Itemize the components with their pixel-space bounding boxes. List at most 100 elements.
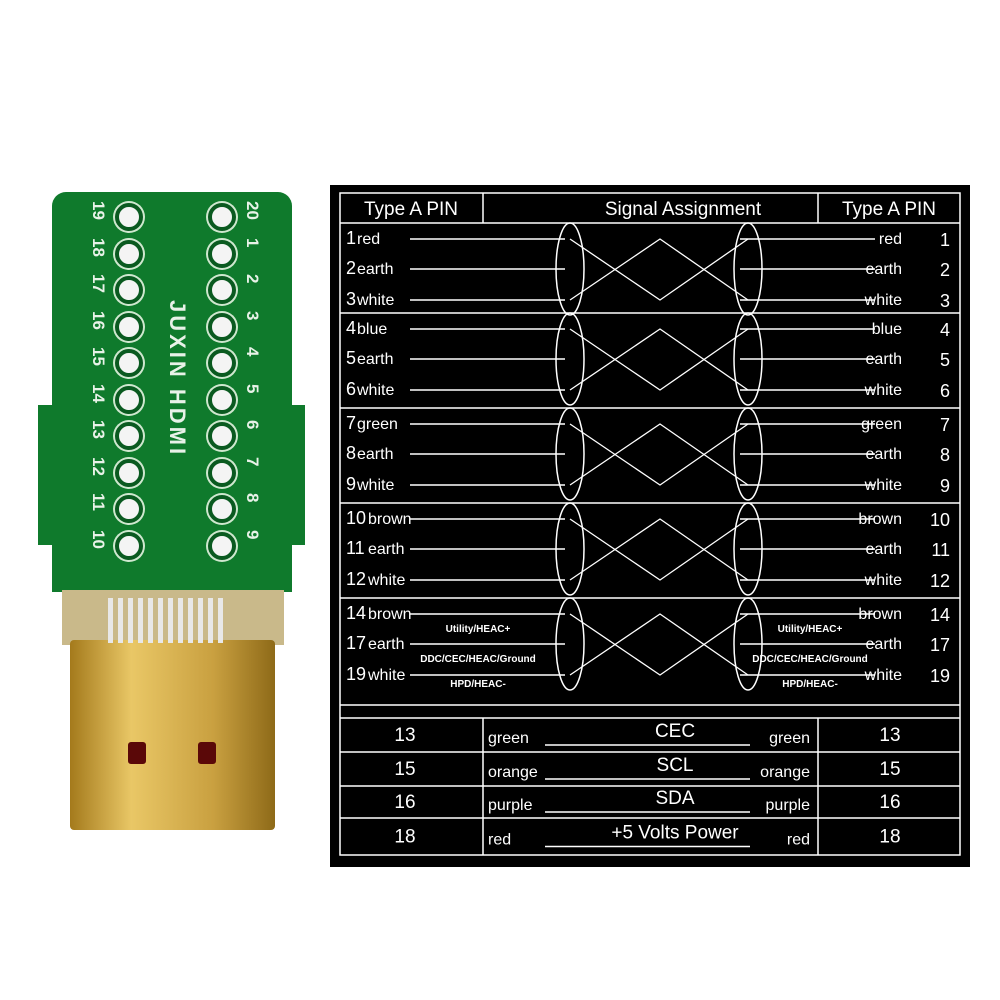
- pin-label: 16: [89, 310, 108, 330]
- wire-color-right: brown: [858, 606, 902, 623]
- wire-color-right: white: [864, 292, 902, 309]
- wire-color-left: brown: [368, 606, 412, 623]
- wire-color-right: white: [864, 667, 902, 684]
- pin-number-right: 17: [930, 635, 950, 655]
- table-color-right: green: [769, 730, 810, 747]
- connector-pin: [178, 598, 183, 643]
- connector-pin: [138, 598, 143, 643]
- twist: [569, 613, 749, 676]
- shield-ellipse: [555, 597, 585, 691]
- pin-hole: [115, 276, 143, 304]
- wire-color-right: earth: [866, 636, 902, 653]
- pin-hole: [115, 422, 143, 450]
- wire-color-left: earth: [357, 446, 393, 463]
- pin-label: 9: [243, 529, 262, 539]
- wire-color-left: earth: [357, 351, 393, 368]
- pin-number-left: 7: [346, 413, 356, 433]
- pin-label: 15: [89, 347, 108, 366]
- wire-color-left: white: [356, 477, 394, 494]
- pin-number-right: 2: [940, 260, 950, 280]
- pin-number-left: 9: [346, 474, 356, 494]
- table-pin-right: 15: [879, 759, 900, 780]
- table-pin-left: 15: [394, 759, 415, 780]
- plug-window: [128, 742, 146, 764]
- wire-color-right: earth: [866, 541, 902, 558]
- table-color-right: red: [787, 832, 810, 849]
- pin-hole: [115, 385, 143, 414]
- wire-color-left: white: [356, 292, 394, 309]
- table-signal: CEC: [655, 721, 695, 742]
- pin-label: 12: [89, 456, 108, 476]
- wire-color-right: green: [861, 416, 902, 433]
- pin-hole: [115, 312, 143, 341]
- pin-number-left: 17: [346, 633, 366, 653]
- pin-label: 17: [89, 274, 108, 293]
- pin-label: 20: [243, 201, 262, 220]
- pin-number-left: 12: [346, 569, 366, 589]
- pin-label: 8: [243, 493, 262, 503]
- pin-number-left: 14: [346, 603, 366, 623]
- wire-color-right: earth: [866, 446, 902, 463]
- shield-ellipse: [733, 597, 763, 691]
- pin-hole: [115, 203, 143, 231]
- connector-pin: [188, 598, 193, 643]
- shield-ellipse: [733, 502, 763, 596]
- table-signal: SCL: [657, 755, 694, 776]
- twist: [569, 238, 749, 301]
- wire-color-right: white: [864, 572, 902, 589]
- table-color-left: purple: [488, 797, 533, 814]
- twist: [569, 423, 749, 486]
- pin-hole: [208, 349, 236, 377]
- wire-color-left: brown: [368, 511, 412, 528]
- hdmi-plug: [70, 640, 275, 830]
- pin-hole: [208, 239, 236, 268]
- pin-number-right: 11: [931, 540, 950, 560]
- pin-number-right: 3: [940, 291, 950, 311]
- twist: [569, 613, 749, 676]
- table-signal: SDA: [655, 788, 694, 809]
- signal-label-left: DDC/CEC/HEAC/Ground: [420, 654, 536, 665]
- wire-color-left: white: [367, 572, 405, 589]
- header-center: Signal Assignment: [605, 199, 762, 220]
- twist: [569, 423, 749, 486]
- connector-neck: [62, 590, 284, 645]
- pin-number-right: 10: [930, 510, 950, 530]
- pin-label: 10: [89, 529, 108, 549]
- pin-label: 18: [89, 237, 108, 257]
- shield-ellipse: [555, 502, 585, 596]
- twist: [569, 238, 749, 301]
- wire-color-right: blue: [872, 321, 902, 338]
- shield-ellipse: [733, 222, 763, 316]
- pin-number-left: 5: [346, 348, 356, 368]
- connector-pin: [218, 598, 223, 643]
- pin-label: 14: [89, 383, 108, 403]
- connector-pin: [148, 598, 153, 643]
- pin-number-right: 9: [940, 476, 950, 496]
- signal-label-right: Utility/HEAC+: [778, 624, 843, 635]
- pin-hole: [208, 385, 236, 414]
- pin-label: 5: [243, 383, 262, 393]
- twist: [569, 518, 749, 581]
- header-left: Type A PIN: [364, 199, 458, 220]
- table-color-left: red: [488, 832, 511, 849]
- shield-ellipse: [733, 407, 763, 501]
- table-color-right: purple: [766, 797, 811, 814]
- pin-number-right: 5: [940, 350, 950, 370]
- wire-color-left: earth: [357, 261, 393, 278]
- pin-label: 6: [243, 420, 262, 430]
- pin-label: 13: [89, 420, 108, 439]
- pin-number-right: 19: [930, 666, 950, 686]
- table-pin-right: 16: [879, 792, 900, 813]
- pin-number-left: 6: [346, 379, 356, 399]
- pin-label: 3: [243, 310, 262, 320]
- twist: [569, 328, 749, 391]
- table-color-right: orange: [760, 764, 810, 781]
- table-color-left: orange: [488, 764, 538, 781]
- twist: [569, 518, 749, 581]
- shield-ellipse: [555, 222, 585, 316]
- shield-ellipse: [555, 312, 585, 406]
- pin-number-left: 19: [346, 664, 366, 684]
- pin-number-left: 11: [346, 538, 365, 558]
